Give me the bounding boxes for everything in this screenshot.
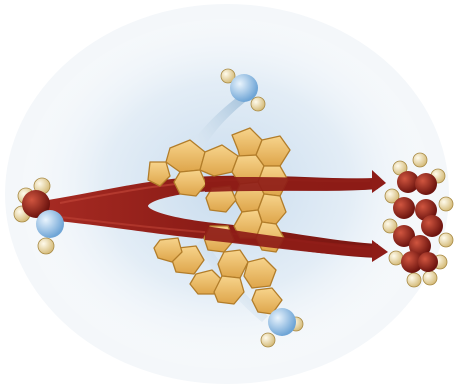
upper-stream-overlay xyxy=(205,177,378,192)
